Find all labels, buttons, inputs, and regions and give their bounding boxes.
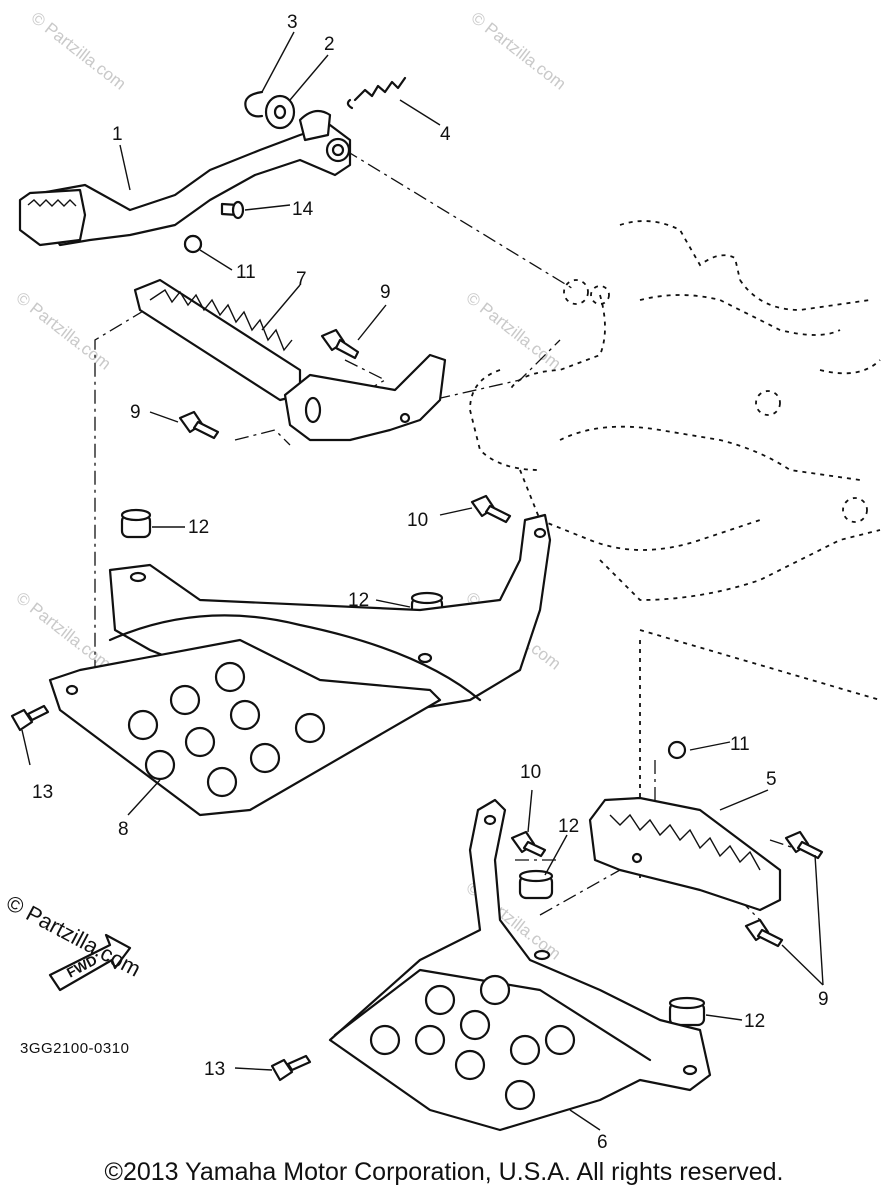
left-footrest [133, 234, 447, 442]
callout-6: 6 [597, 1132, 608, 1153]
small-hardware [220, 76, 407, 220]
left-footguard [48, 513, 552, 817]
callout-10: 10 [520, 762, 541, 783]
watermark-text: © Partzilla.com [468, 8, 570, 94]
right-footguard [328, 798, 712, 1132]
callout-11: 11 [730, 734, 750, 755]
callout-12: 12 [558, 816, 579, 837]
callout-3: 3 [287, 12, 298, 33]
brake-pedal [18, 109, 352, 247]
fwd-arrow: FWD [48, 933, 132, 992]
bolts [10, 328, 824, 1082]
callout-2: 2 [324, 34, 335, 55]
callout-12: 12 [744, 1011, 765, 1032]
callout-numbers: 1 2 3 4 5 6 7 8 9 9 9 10 10 11 11 12 12 … [32, 12, 829, 1153]
watermark-text: © Partzilla.com [13, 588, 115, 674]
callout-13: 13 [32, 782, 53, 803]
watermark-text: © Partzilla.com [463, 288, 565, 374]
watermark-text: © Partzilla.com [28, 8, 130, 94]
callout-12: 12 [348, 590, 369, 611]
callout-12: 12 [188, 517, 209, 538]
callout-9: 9 [380, 282, 391, 303]
diagram-code: 3GG2100-0310 [20, 1040, 130, 1057]
copyright-notice: ©2013 Yamaha Motor Corporation, U.S.A. A… [104, 1158, 784, 1186]
callout-13: 13 [204, 1059, 225, 1080]
callout-4: 4 [440, 124, 451, 145]
right-footrest [588, 796, 782, 912]
callout-7: 7 [296, 269, 307, 290]
watermark-text: © Partzilla.com [13, 288, 115, 374]
callout-1: 1 [112, 124, 123, 145]
callout-8: 8 [118, 819, 129, 840]
callout-11: 11 [236, 262, 256, 283]
callout-10: 10 [407, 510, 428, 531]
callout-9: 9 [130, 402, 141, 423]
callout-9: 9 [818, 989, 829, 1010]
frame-outline [469, 220, 881, 880]
callout-5: 5 [766, 769, 777, 790]
callout-14: 14 [292, 199, 314, 220]
callout-leaders [21, 31, 824, 1131]
